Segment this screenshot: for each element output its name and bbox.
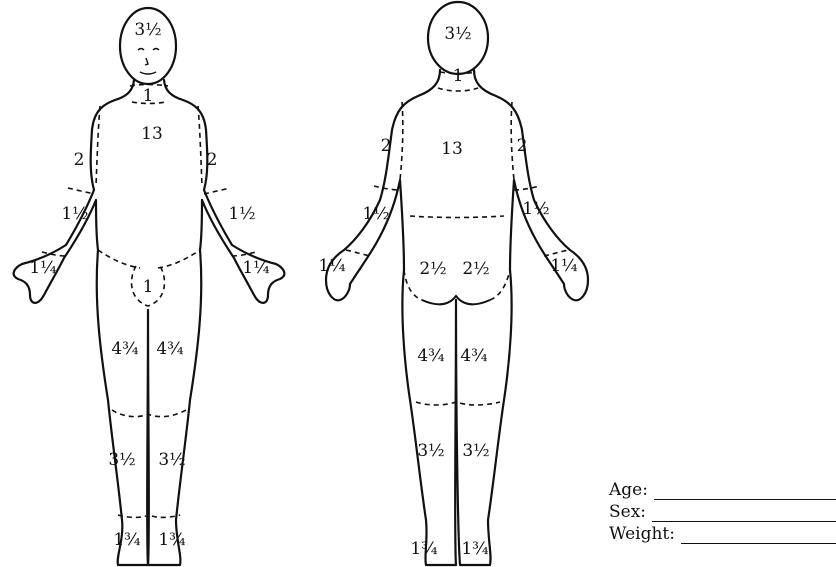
back-hand-right-label: 1¼ [550, 256, 577, 276]
front-body-outline [14, 80, 285, 565]
front-leg-right-label: 3½ [158, 450, 185, 470]
front-forearm-right-label: 1½ [228, 204, 255, 224]
back-trunk-label: 13 [441, 139, 463, 159]
back-forearm-left-label: 1½ [362, 204, 389, 224]
back-head-label: 3½ [444, 24, 471, 44]
front-face [138, 49, 159, 75]
front-elbow-left-border [68, 188, 94, 194]
front-shoulder-left-border [96, 106, 100, 186]
back-upper-arm-left-label: 2 [381, 136, 392, 156]
back-buttock-left-label: 2½ [419, 259, 446, 279]
front-thigh-right-label: 4¾ [156, 339, 183, 359]
back-foot-left-label: 1¾ [410, 539, 437, 559]
front-leg-left-label: 3½ [108, 450, 135, 470]
front-upper-arm-right-label: 2 [207, 150, 218, 170]
back-forearm-right-label: 1½ [522, 199, 549, 219]
age-row: Age: [609, 478, 836, 500]
back-leg-right-label: 3½ [462, 441, 489, 461]
front-trunk-label: 13 [141, 124, 163, 144]
front-figure: 3½ 1 13 2 2 1½ 1½ 1¼ 1¼ 1 4¾ 4¾ 3½ 3½ 1¾… [14, 8, 285, 565]
back-elbow-right-border [514, 186, 540, 190]
weight-field[interactable] [681, 529, 836, 544]
back-elbow-left-border [374, 186, 400, 190]
back-waist-border [410, 216, 504, 218]
back-knee-border [416, 402, 500, 405]
sex-label: Sex: [609, 502, 646, 522]
back-leg-left-label: 3½ [417, 441, 444, 461]
front-upper-arm-left-label: 2 [74, 150, 85, 170]
weight-row: Weight: [609, 522, 836, 544]
front-groin-border [98, 250, 200, 268]
back-upper-arm-right-label: 2 [517, 136, 528, 156]
age-field[interactable] [654, 485, 836, 500]
back-buttock-right-label: 2½ [462, 259, 489, 279]
front-head-label: 3½ [134, 20, 161, 40]
age-label: Age: [609, 480, 648, 500]
front-hand-right-label: 1¼ [242, 258, 269, 278]
front-hand-left-label: 1¼ [29, 258, 56, 278]
back-hand-left-label: 1¼ [318, 256, 345, 276]
front-foot-left-label: 1¾ [113, 530, 140, 550]
back-thigh-left-label: 4¾ [417, 346, 444, 366]
front-shoulder-right-border [198, 106, 202, 186]
front-thigh-left-label: 4¾ [111, 339, 138, 359]
sex-field[interactable] [652, 507, 836, 522]
back-wrist-left-border [346, 250, 370, 256]
front-genitals-label: 1 [143, 277, 154, 297]
front-elbow-right-border [204, 188, 230, 194]
front-foot-right-label: 1¾ [158, 530, 185, 550]
back-shoulder-left-border [400, 102, 403, 180]
patient-info-form: Age: Sex: Weight: [609, 478, 836, 544]
back-shoulder-right-border [511, 102, 514, 180]
front-neck-label: 1 [143, 86, 154, 106]
back-thigh-right-label: 4¾ [460, 346, 487, 366]
back-neck-label: 1 [453, 66, 464, 86]
back-foot-right-label: 1¾ [461, 539, 488, 559]
back-figure: 3½ 1 13 2 2 1½ 1½ 1¼ 1¼ 2½ 2½ 4¾ 4¾ 3½ 3… [318, 2, 588, 565]
sex-row: Sex: [609, 500, 836, 522]
front-forearm-left-label: 1½ [61, 204, 88, 224]
weight-label: Weight: [609, 524, 675, 544]
